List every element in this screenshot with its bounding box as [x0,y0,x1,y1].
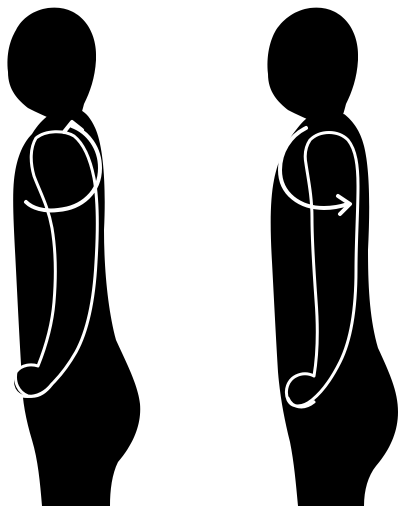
head-icon [267,8,358,124]
head-icon [7,8,96,122]
figure-right [267,8,398,506]
figure-left [7,8,140,506]
